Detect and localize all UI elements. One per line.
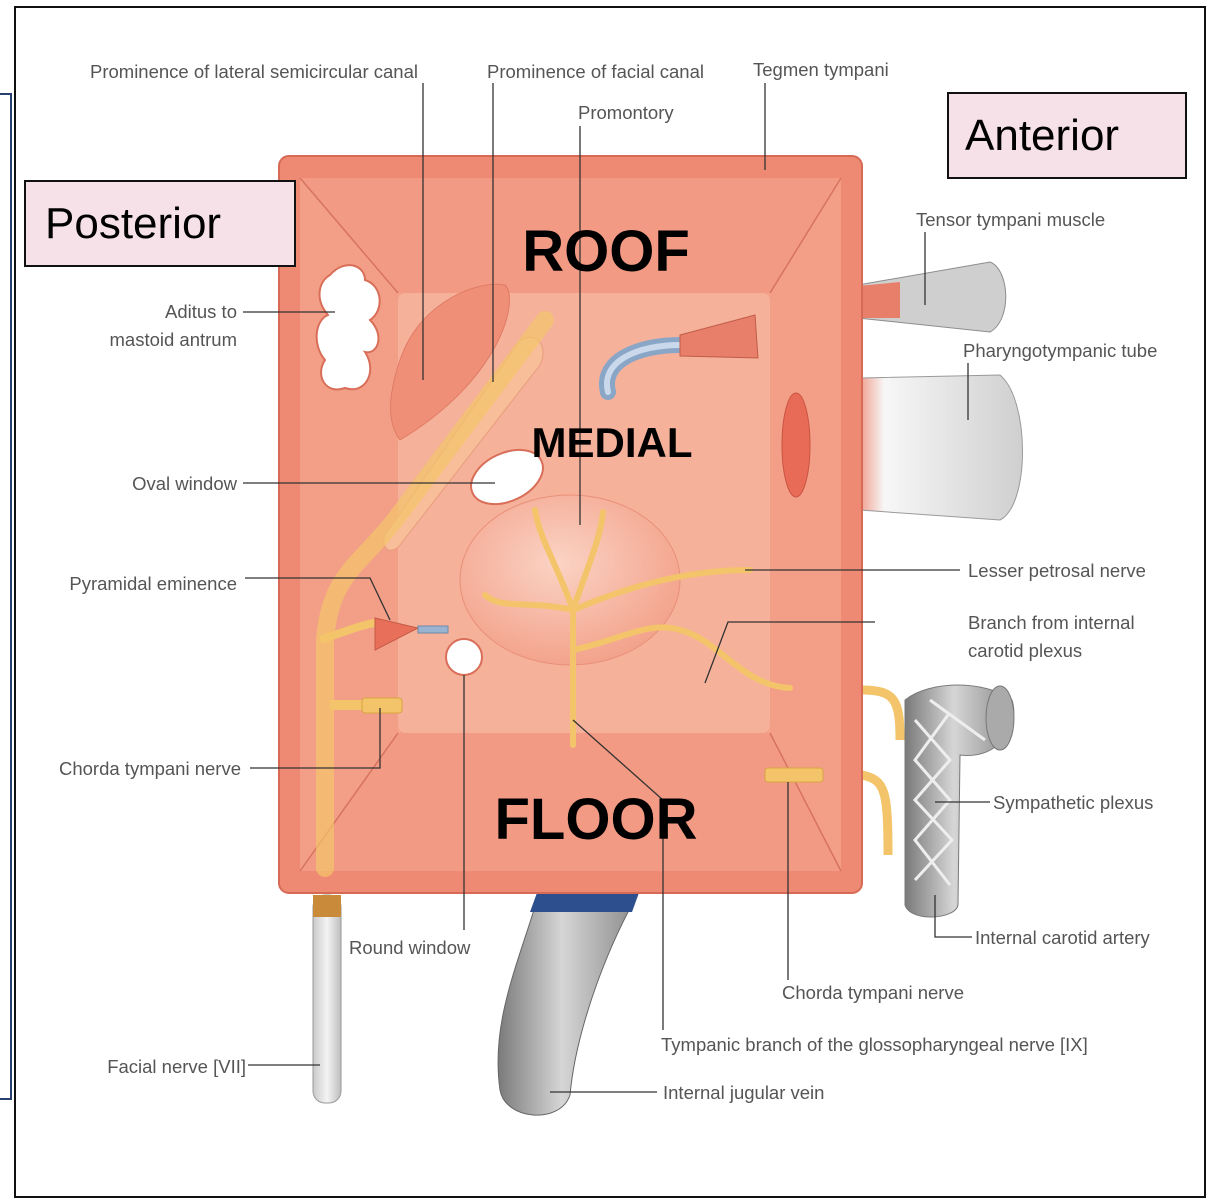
- label-prominence-facial-canal: Prominence of facial canal: [487, 61, 704, 82]
- posterior-box: Posterior: [25, 181, 295, 266]
- label-internal-carotid: Internal carotid artery: [975, 927, 1151, 948]
- label-sympathetic-plexus: Sympathetic plexus: [993, 792, 1153, 813]
- round-window: [446, 639, 482, 675]
- label-aditus-1: Aditus to: [165, 301, 237, 322]
- facial-nerve-top: [313, 895, 341, 917]
- anterior-label: Anterior: [965, 111, 1119, 160]
- label-internal-jugular: Internal jugular vein: [663, 1082, 824, 1103]
- chorda-tympani-left-stub: [362, 698, 402, 713]
- internal-jugular-vein: [498, 890, 640, 1115]
- label-lesser-petrosal: Lesser petrosal nerve: [968, 560, 1146, 581]
- posterior-label: Posterior: [45, 199, 221, 248]
- label-chorda-tympani-bottom: Chorda tympani nerve: [782, 982, 964, 1003]
- label-tensor-tympani: Tensor tympani muscle: [916, 209, 1105, 230]
- label-promontory: Promontory: [578, 102, 674, 123]
- label-branch-icp-1: Branch from internal: [968, 612, 1135, 633]
- floor-label: FLOOR: [495, 787, 698, 852]
- label-prominence-lateral-canal: Prominence of lateral semicircular canal: [90, 61, 418, 82]
- facial-nerve-stem: [313, 895, 341, 1103]
- label-tegmen-tympani: Tegmen tympani: [753, 59, 889, 80]
- label-pyramidal-eminence: Pyramidal eminence: [69, 573, 237, 594]
- roof-label: ROOF: [522, 219, 690, 284]
- label-oval-window: Oval window: [132, 473, 238, 494]
- label-aditus-2: mastoid antrum: [110, 329, 238, 350]
- anterior-box: Anterior: [948, 93, 1186, 178]
- label-chorda-tympani-left: Chorda tympani nerve: [59, 758, 241, 779]
- label-tympanic-branch: Tympanic branch of the glossopharyngeal …: [661, 1034, 1088, 1055]
- chorda-tympani-bottom-stub: [765, 768, 823, 782]
- label-facial-nerve: Facial nerve [VII]: [107, 1056, 246, 1077]
- label-branch-icp-2: carotid plexus: [968, 640, 1082, 661]
- pharyngotympanic-tube: [860, 375, 1023, 520]
- pharyngotympanic-opening: [782, 393, 810, 497]
- aditus-mastoid-antrum: [317, 265, 380, 389]
- label-round-window: Round window: [349, 937, 471, 958]
- medial-label: MEDIAL: [532, 419, 693, 466]
- label-pharyngotympanic-tube: Pharyngotympanic tube: [963, 340, 1157, 361]
